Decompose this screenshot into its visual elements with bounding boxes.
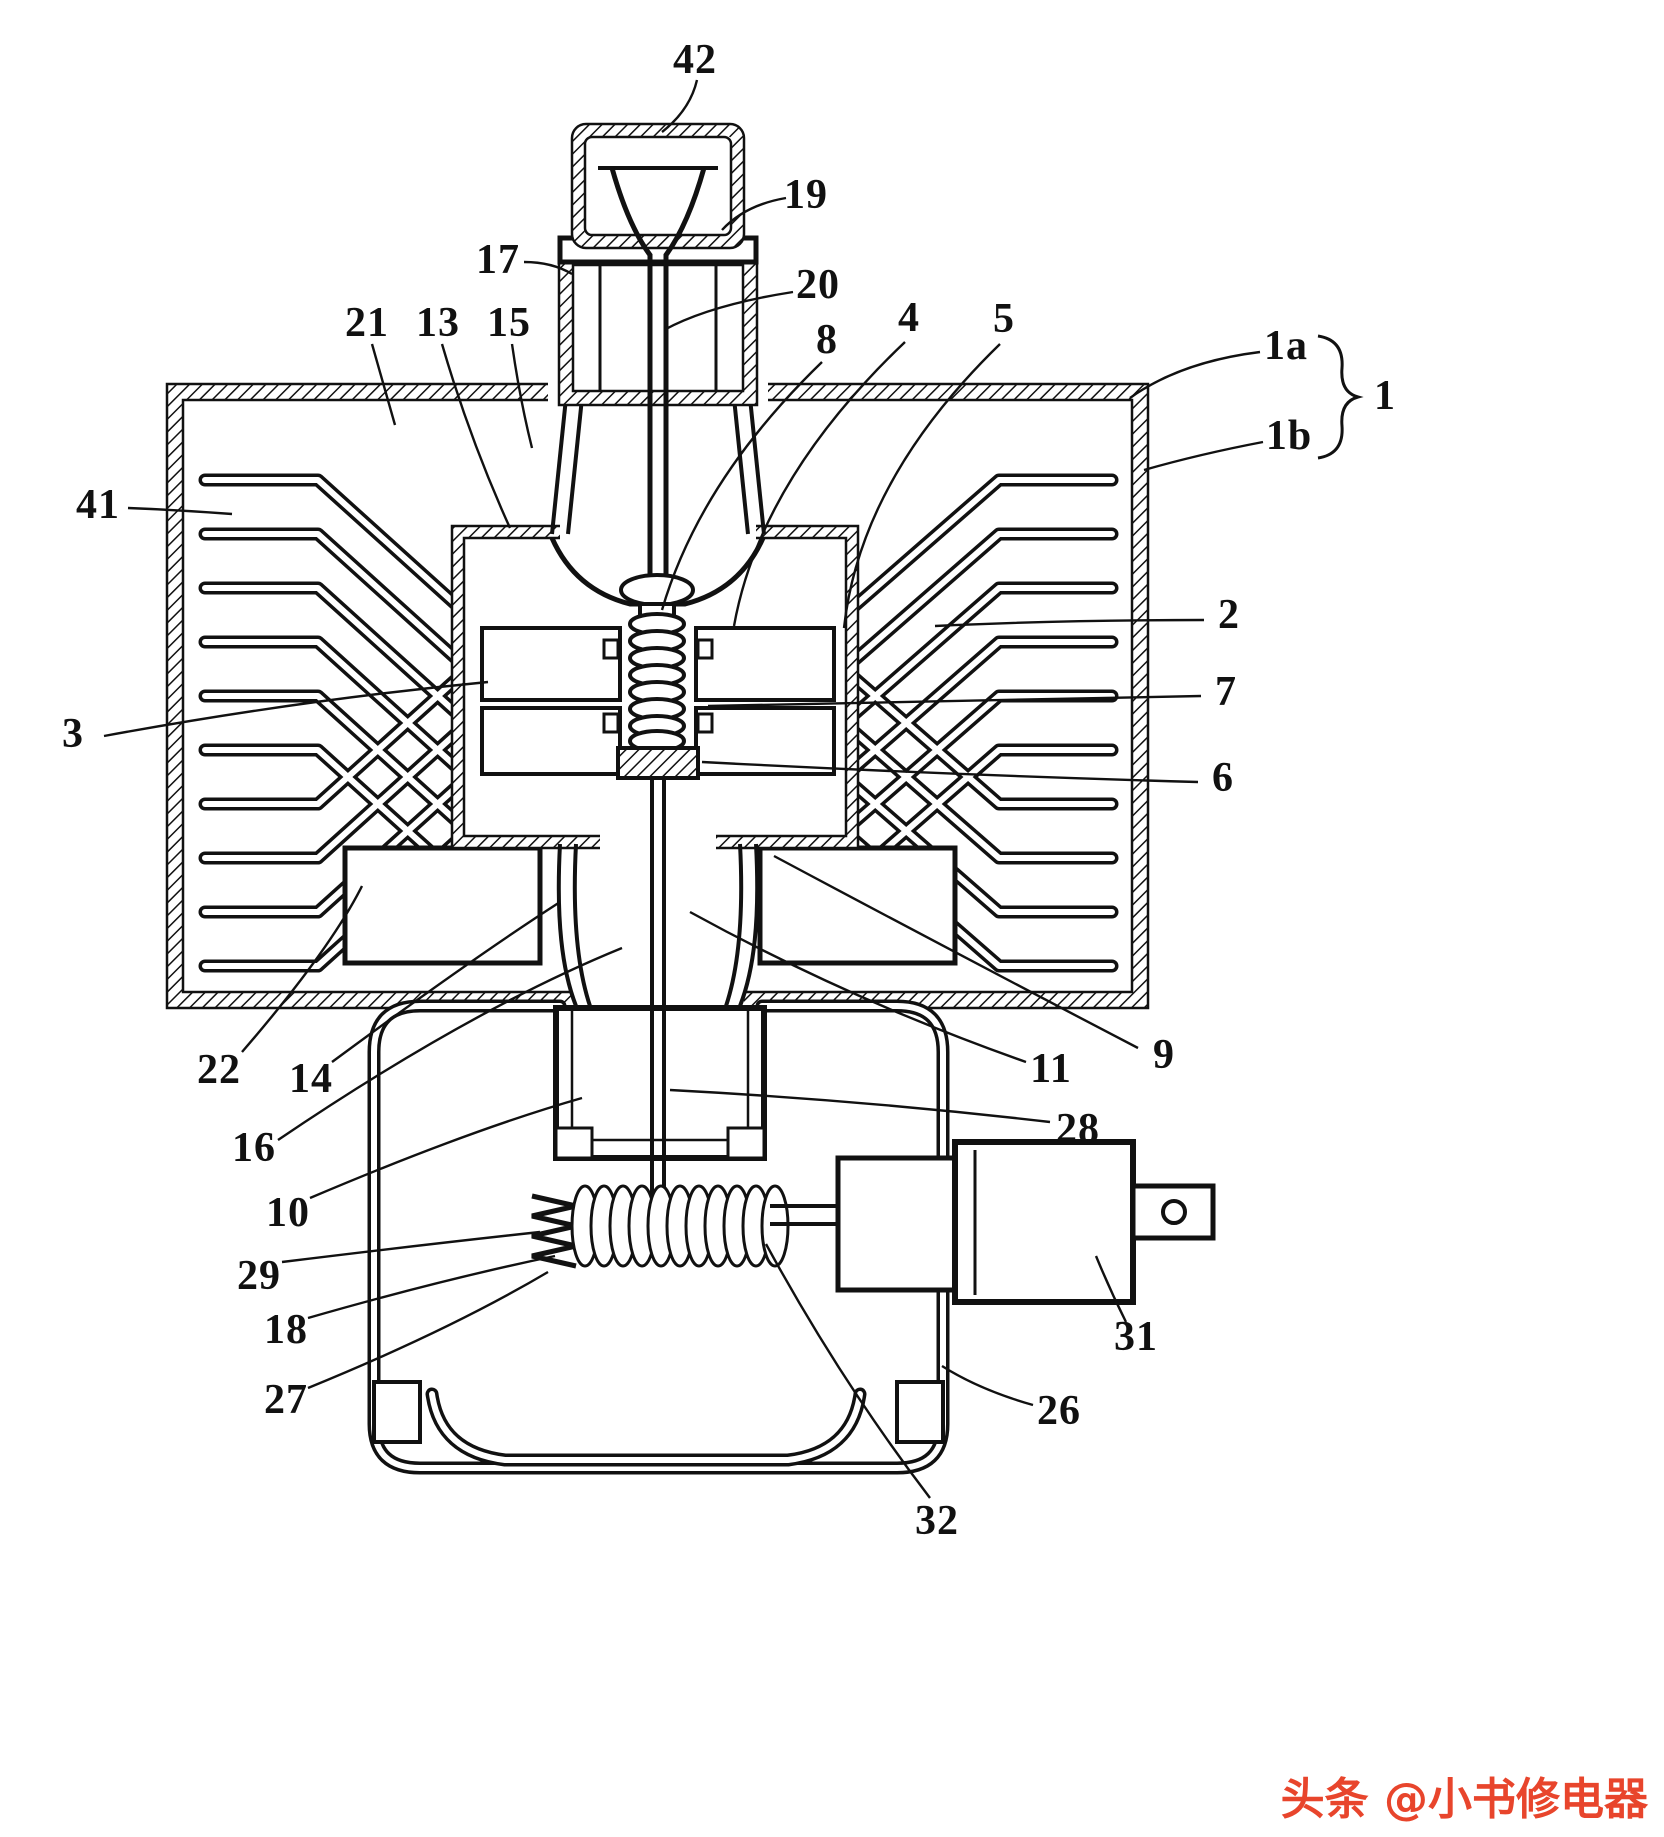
ref-label-26: 26 <box>1037 1388 1081 1434</box>
ref-label-31: 31 <box>1114 1314 1158 1360</box>
mount-tab-left <box>372 1380 422 1444</box>
ref-label-41: 41 <box>76 482 120 528</box>
ref-label-2: 2 <box>1218 592 1240 638</box>
watermark: 头条 @小书修电器 <box>1280 1774 1648 1825</box>
capacitor <box>835 1139 1216 1305</box>
ref-label-1a: 1a <box>1264 323 1308 369</box>
cathode-end-hat <box>616 746 700 780</box>
mount-tab-right <box>895 1380 945 1444</box>
ref-label-27: 27 <box>264 1377 308 1423</box>
ref-label-4: 4 <box>898 295 920 341</box>
anode-vanes <box>480 626 836 776</box>
ref-label-10: 10 <box>266 1190 310 1236</box>
bottom-tray <box>425 1387 867 1467</box>
ceramic-insulator <box>557 249 759 407</box>
antenna-stem <box>609 167 707 602</box>
cathode-coil <box>616 602 700 780</box>
filter-support-block <box>553 1005 767 1161</box>
ref-label-28: 28 <box>1056 1106 1100 1152</box>
upper-shoulders <box>550 397 766 535</box>
terminal-hole <box>1161 1199 1187 1225</box>
ref-label-3: 3 <box>62 711 84 757</box>
ref-label-29: 29 <box>237 1253 281 1299</box>
antenna-cap <box>570 122 746 250</box>
ref-label-16: 16 <box>232 1125 276 1171</box>
ref-label-1: 1 <box>1374 373 1396 419</box>
ref-label-22: 22 <box>197 1047 241 1093</box>
ref-label-8: 8 <box>816 317 838 363</box>
lower-neck <box>556 843 760 1007</box>
ref-label-5: 5 <box>993 296 1015 342</box>
ref-label-18: 18 <box>264 1307 308 1353</box>
ref-label-21: 21 <box>345 300 389 346</box>
ref-label-1b: 1b <box>1265 413 1313 459</box>
ref-label-6: 6 <box>1212 755 1234 801</box>
lower-magnet-left <box>342 845 543 966</box>
ref-label-7: 7 <box>1215 669 1237 715</box>
ref-label-32: 32 <box>915 1498 959 1544</box>
ref-label-13: 13 <box>416 300 460 346</box>
leader-lines <box>103 79 1264 1499</box>
choke-coil <box>531 1184 852 1269</box>
ref-label-17: 17 <box>476 237 520 283</box>
cathode-leads <box>650 778 666 1205</box>
group-brace <box>1317 334 1364 460</box>
ref-label-19: 19 <box>784 172 828 218</box>
ref-label-20: 20 <box>796 262 840 308</box>
ref-label-11: 11 <box>1030 1046 1072 1092</box>
ref-label-14: 14 <box>289 1056 333 1102</box>
stem-rivet <box>619 573 695 607</box>
ref-label-15: 15 <box>487 300 531 346</box>
filter-box <box>367 999 950 1475</box>
ref-label-9: 9 <box>1153 1032 1175 1078</box>
ref-label-42: 42 <box>673 37 717 83</box>
